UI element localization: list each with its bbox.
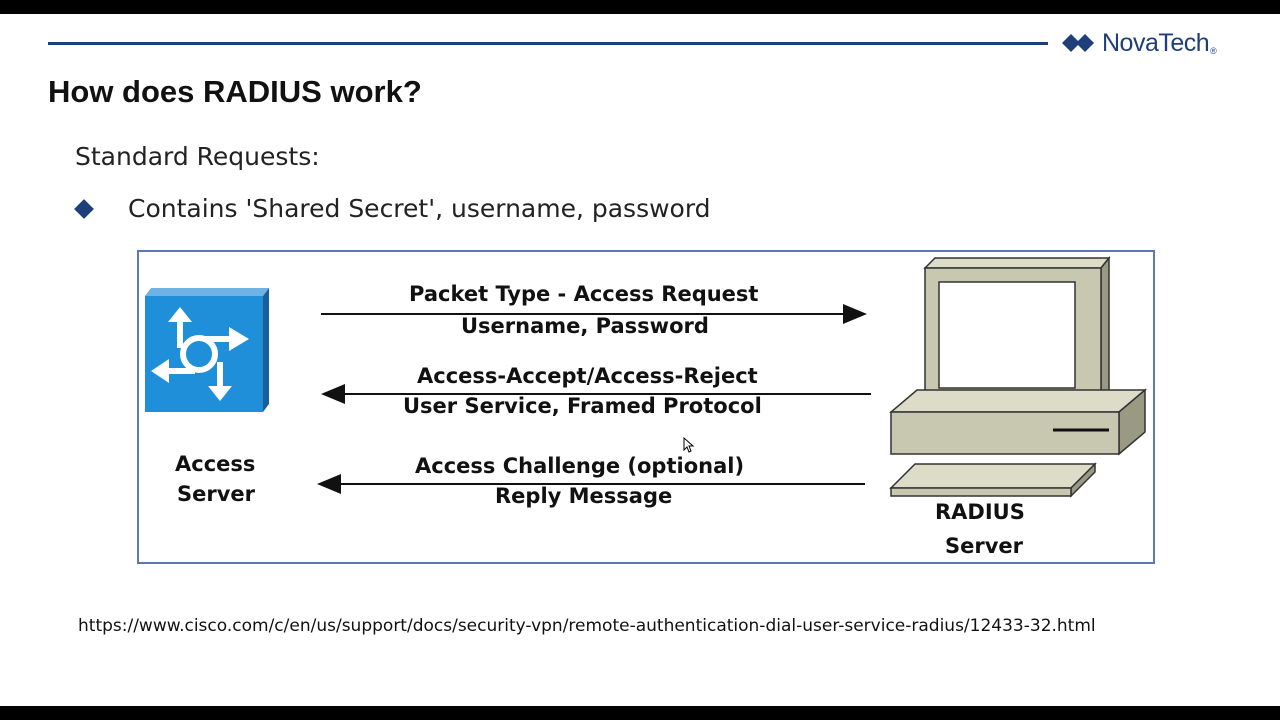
registered-mark: ®: [1210, 46, 1217, 56]
diamond-logo-icon: [1062, 34, 1094, 52]
bullet-text: Contains 'Shared Secret', username, pass…: [128, 194, 711, 223]
message-3-line-2: Reply Message: [495, 484, 673, 508]
mouse-cursor-icon: [683, 437, 695, 453]
brand-name: NovaTech: [1102, 28, 1210, 57]
bullet-item: Contains 'Shared Secret', username, pass…: [74, 194, 711, 223]
slide-title: How does RADIUS work?: [48, 74, 422, 109]
arrow-access-request: [321, 304, 867, 324]
header-rule: [48, 42, 1048, 45]
slide: NovaTech ® How does RADIUS work? Standar…: [0, 14, 1280, 706]
arrow-access-accept: [321, 384, 871, 404]
radius-diagram: Access Server RADIUS Server Packet Type …: [137, 250, 1155, 564]
arrow-access-challenge: [317, 474, 865, 494]
diamond-bullet-icon: [74, 198, 94, 219]
radius-server-label-2: Server: [945, 534, 1024, 558]
message-3-line-1: Access Challenge (optional): [415, 454, 745, 478]
source-link[interactable]: https://www.cisco.com/c/en/us/support/do…: [78, 616, 1096, 636]
subheading: Standard Requests:: [75, 142, 320, 171]
message-1-line-1: Packet Type - Access Request: [409, 282, 759, 306]
message-1-line-2: Username, Password: [461, 314, 709, 338]
message-2-line-2: User Service, Framed Protocol: [403, 394, 762, 418]
radius-server-label-1: RADIUS: [935, 500, 1025, 524]
brand-logo: NovaTech ®: [1062, 28, 1242, 58]
computer-icon: [888, 255, 1148, 498]
message-2-line-1: Access-Accept/Access-Reject: [417, 364, 758, 388]
router-icon: [145, 288, 269, 412]
access-server-label-1: Access: [175, 452, 256, 476]
access-server-label-2: Server: [177, 482, 256, 506]
